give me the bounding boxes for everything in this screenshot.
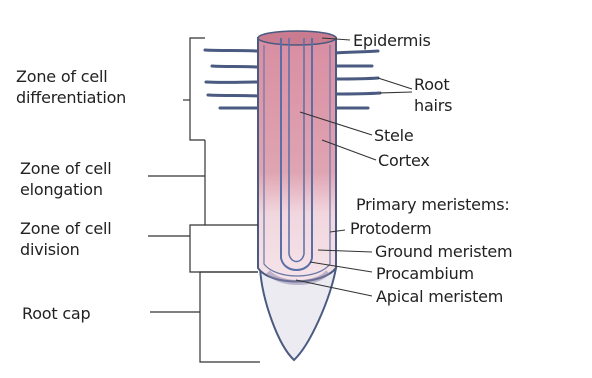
cortex-label: Cortex [378,150,430,171]
ground-meristem-label: Ground meristem [375,241,512,262]
protoderm-label: Protoderm [350,218,432,239]
primary-meristems-heading: Primary meristems: [356,194,510,215]
apical-meristem-label: Apical meristem [376,286,503,307]
zone-brackets [148,38,260,362]
zone-elongation-label: Zone of cell elongation [20,158,111,200]
root-hairs-right [334,51,380,108]
zone-division-label: Zone of cell division [20,218,111,260]
epidermis-label: Epidermis [353,30,431,51]
procambium-label: Procambium [376,263,474,284]
root-hairs-left [205,50,258,108]
root-body [258,38,336,282]
root-hairs-label: Root hairs [414,74,452,116]
stele-label: Stele [374,125,414,146]
root-cap-label: Root cap [22,303,91,324]
zone-differentiation-label: Zone of cell differentiation [16,66,126,108]
